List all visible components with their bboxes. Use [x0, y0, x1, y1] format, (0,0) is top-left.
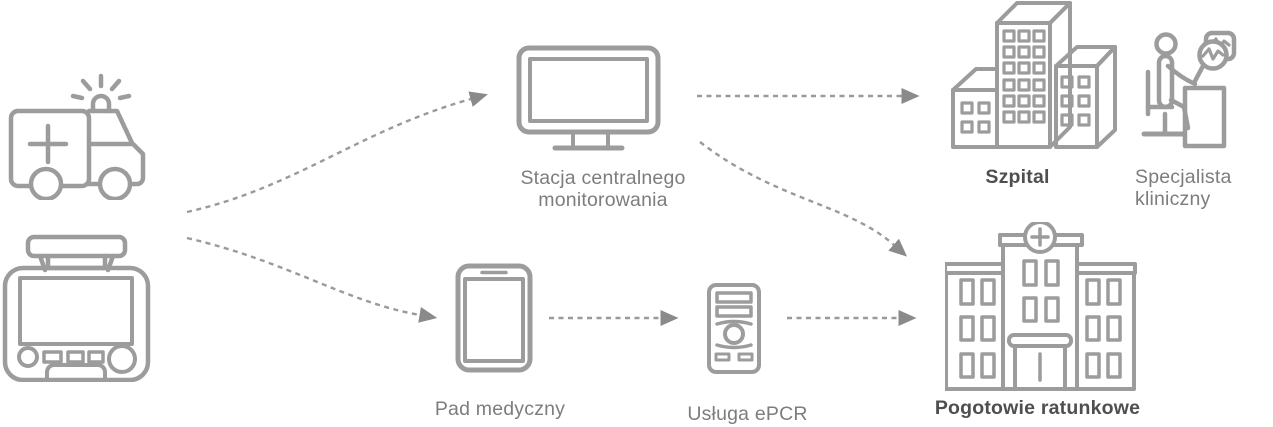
computer-tower-icon [707, 283, 761, 374]
node-epcr-service [706, 283, 764, 375]
central-station-label-line1: Stacja centralnego [520, 167, 686, 189]
node-medical-pad [455, 263, 533, 373]
arrow-ambulance-to-central-station [186, 91, 488, 214]
central-station-label-line2: monitorowania [538, 189, 668, 211]
clinical-specialist-label-line2: kliniczny [1135, 188, 1211, 210]
defibrillator-monitor-icon [2, 234, 151, 382]
central-station-label: Stacja centralnego monitorowania [455, 167, 751, 211]
specialist-at-desk-icon [1141, 30, 1237, 149]
node-emergency-station [945, 222, 1137, 392]
emergency-station-label: Pogotowie ratunkowe [934, 397, 1141, 419]
epcr-service-label: Usługa ePCR [687, 403, 808, 425]
hospital-label: Szpital [985, 166, 1050, 188]
emergency-station-icon [945, 222, 1137, 391]
desktop-monitor-icon [516, 45, 661, 151]
arrow-ambulance-to-medical-pad [186, 236, 438, 323]
node-patient-monitor [0, 230, 158, 382]
medical-pad-label: Pad medyczny [434, 398, 566, 420]
clinical-specialist-label-line1: Specjalista [1135, 166, 1232, 188]
hospital-buildings-icon [951, 1, 1117, 149]
node-hospital [945, 0, 1120, 150]
ambulance-icon [8, 73, 146, 200]
node-ambulance [3, 66, 153, 200]
tablet-icon [455, 263, 533, 373]
node-central-station [516, 45, 661, 153]
node-clinical-specialist [1140, 28, 1248, 153]
clinical-specialist-label: Specjalista kliniczny [1135, 166, 1265, 210]
